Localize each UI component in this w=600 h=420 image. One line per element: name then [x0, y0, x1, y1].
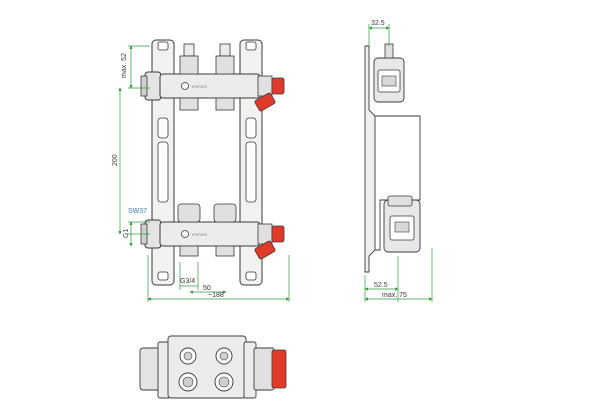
- dim-side-52-5: 52.5: [374, 282, 388, 289]
- bottom-brand-logo: emmeti: [192, 232, 207, 237]
- bottom-valve-2: [213, 203, 237, 257]
- dim-max-52: max. 52: [121, 53, 128, 78]
- dim-sw37: SW37: [128, 208, 147, 215]
- dim-side-max-75: max. 75: [382, 292, 407, 299]
- bottom-air-vent-red: [271, 225, 285, 243]
- dim-g34: G3/4: [180, 278, 195, 285]
- front-view: emmeti emmeti: [112, 39, 290, 302]
- dim-g1: G1: [123, 229, 130, 238]
- dim-50: 50: [203, 285, 211, 292]
- top-valve-2: [215, 43, 235, 111]
- plan-view: [139, 335, 287, 399]
- bottom-manifold: emmeti: [140, 203, 285, 260]
- plan-red-fitting: [271, 349, 287, 389]
- top-manifold: emmeti: [140, 43, 285, 112]
- dim-200: 200: [112, 154, 119, 166]
- plan-port-2: [215, 347, 233, 365]
- side-bracket: [364, 45, 376, 273]
- side-view: 32.5 52.5 max. 75: [364, 20, 433, 302]
- bottom-valve-1: [177, 203, 201, 257]
- top-air-vent-red: [271, 77, 285, 95]
- plan-port-3: [178, 372, 198, 392]
- dim-side-32-5: 32.5: [371, 20, 385, 27]
- front-dimensions: [118, 45, 290, 302]
- plan-port-1: [179, 347, 197, 365]
- top-brand-logo: emmeti: [192, 84, 207, 89]
- top-valve-1: [179, 43, 199, 111]
- side-dimensions: [364, 24, 433, 302]
- side-top-valve: [373, 43, 405, 103]
- dim-188: ~188: [208, 292, 224, 299]
- plan-port-4: [214, 372, 234, 392]
- side-bottom-valve: [383, 195, 421, 253]
- top-drain-red: [254, 92, 276, 112]
- bottom-drain-red: [254, 240, 276, 260]
